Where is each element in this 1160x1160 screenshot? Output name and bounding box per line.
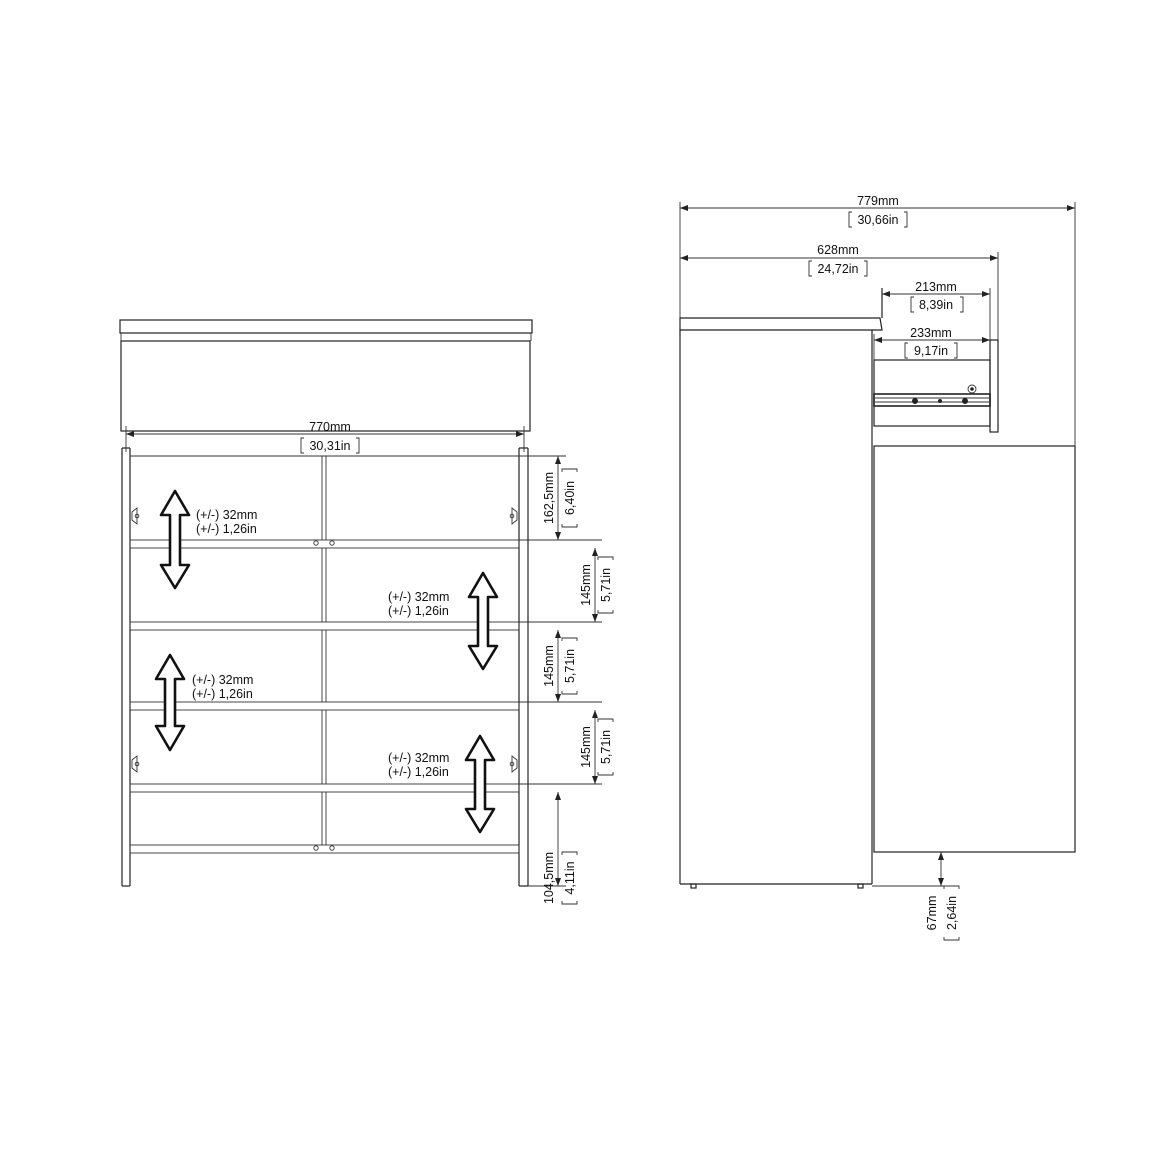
width-dimension: 770mm 30,31in — [125, 420, 525, 454]
bottom-gap-in-label: 4,11in — [563, 861, 577, 894]
adjustment-arrow-icon — [154, 653, 186, 752]
hinge-icon — [131, 507, 140, 525]
drawer-front — [120, 340, 531, 432]
drawer-depth-in-label: 9,17in — [914, 344, 948, 358]
top-plate — [679, 317, 883, 331]
drawer-runner — [873, 384, 991, 407]
plinth-height-dimension: 67mm 2,64in — [872, 852, 960, 941]
shelf — [129, 621, 520, 631]
top-plate — [119, 319, 533, 334]
adjustment-3-mm-label: (+/-) 32mm — [192, 673, 253, 687]
height-dimensions: 162,5mm 6,40in 145mm 5,71in 145mm 5,71in — [519, 455, 614, 905]
adjustment-arrow-icon — [159, 489, 191, 590]
shelf — [129, 701, 520, 711]
adjustment-1-in-label: (+/-) 1,26in — [196, 522, 257, 536]
drawer-depth-dimension: 233mm 9,17in — [873, 326, 990, 360]
adjustment-arrow-icon — [467, 571, 499, 671]
adjustment-1-mm-label: (+/-) 32mm — [196, 508, 257, 522]
adjustment-3-in-label: (+/-) 1,26in — [192, 687, 253, 701]
shelf-gap-1-mm-label: 145mm — [579, 564, 593, 606]
side-view: 779mm 30,66in 628mm 24,72in 213mm 8,39in — [679, 194, 1076, 941]
hinge-icon — [509, 507, 518, 525]
front-view: 770mm 30,31in 162,5mm 6,40in — [119, 319, 614, 905]
adjustment-2-in-label: (+/-) 1,26in — [388, 604, 449, 618]
hinge-icon — [131, 755, 140, 773]
top-gap-mm-label: 162,5mm — [542, 472, 556, 524]
adjustment-2-mm-label: (+/-) 32mm — [388, 590, 449, 604]
drawer-depth-mm-label: 233mm — [910, 326, 952, 340]
drawer-extended-mm-label: 628mm — [817, 243, 859, 257]
shelf — [129, 783, 520, 793]
total-depth-dimension: 779mm 30,66in — [679, 194, 1076, 446]
shelf — [129, 539, 520, 549]
drawer-front-dimension: 213mm 8,39in — [882, 280, 991, 340]
shelf-gap-3-in-label: 5,71in — [599, 730, 613, 764]
bottom-gap-mm-label: 104,5mm — [542, 852, 556, 904]
door — [873, 445, 1076, 853]
drawer-front-in-label: 8,39in — [919, 298, 953, 312]
width-in-label: 30,31in — [309, 439, 350, 453]
width-mm-label: 770mm — [309, 420, 351, 434]
shelf-gap-2-in-label: 5,71in — [563, 649, 577, 683]
shelf-gap-2-mm-label: 145mm — [542, 645, 556, 687]
hinge-icon — [509, 755, 518, 773]
drawer-extended-dimension: 628mm 24,72in — [680, 243, 999, 340]
total-depth-mm-label: 779mm — [857, 194, 899, 208]
adjustment-4-in-label: (+/-) 1,26in — [388, 765, 449, 779]
top-gap-in-label: 6,40in — [563, 481, 577, 515]
bottom-plate — [129, 844, 520, 854]
drawer-extended-in-label: 24,72in — [817, 262, 858, 276]
total-depth-in-label: 30,66in — [857, 213, 898, 227]
plinth-mm-label: 67mm — [925, 896, 939, 931]
adjustment-4-mm-label: (+/-) 32mm — [388, 751, 449, 765]
plinth-in-label: 2,64in — [945, 896, 959, 930]
drawer-front-mm-label: 213mm — [915, 280, 957, 294]
shelves — [129, 539, 520, 854]
drawer-front-side — [989, 339, 999, 433]
shelf-gap-1-in-label: 5,71in — [599, 568, 613, 602]
shelf-gap-3-mm-label: 145mm — [579, 726, 593, 768]
adjustment-arrow-icon — [464, 734, 496, 834]
